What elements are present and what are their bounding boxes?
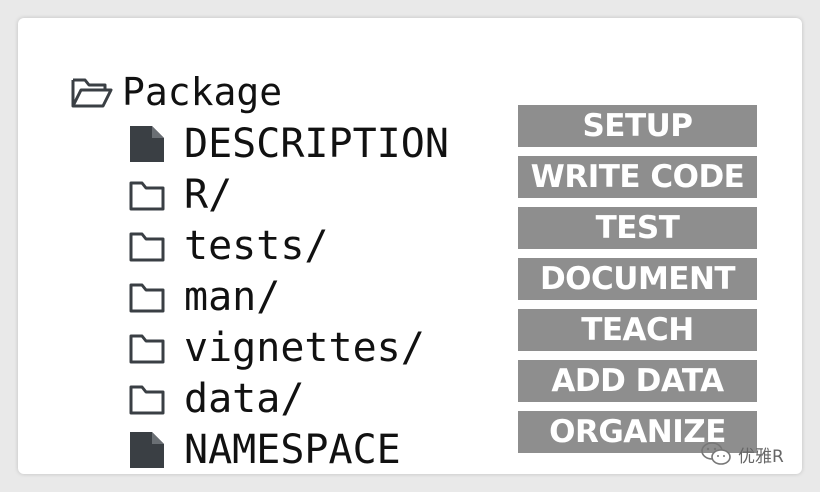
tree-item-label: man/ bbox=[184, 274, 281, 320]
tree-item-label: DESCRIPTION bbox=[184, 121, 449, 167]
tree-item-r: R/ bbox=[128, 173, 232, 217]
tree-item-label: data/ bbox=[184, 376, 305, 422]
tag-document: DOCUMENT bbox=[518, 258, 757, 300]
folder-icon bbox=[129, 232, 165, 262]
tag-organize: ORGANIZE bbox=[518, 411, 757, 453]
tag-test: TEST bbox=[518, 207, 757, 249]
root-folder: Package bbox=[70, 70, 282, 114]
tree-item-data: data/ bbox=[128, 377, 304, 421]
folder-icon bbox=[129, 385, 165, 415]
tree-item-man: man/ bbox=[128, 275, 280, 319]
tree-item-label: vignettes/ bbox=[184, 325, 425, 371]
diagram-card: Package DESCRIPTION R/ tests/ man bbox=[18, 18, 802, 474]
tag-write-code: WRITE CODE bbox=[518, 156, 757, 198]
tree-item-description: DESCRIPTION bbox=[128, 122, 449, 166]
folder-icon bbox=[129, 283, 165, 313]
tree-item-label: NAMESPACE bbox=[184, 427, 401, 473]
root-folder-label: Package bbox=[122, 70, 283, 114]
tree-item-vignettes: vignettes/ bbox=[128, 326, 425, 370]
wechat-icon bbox=[701, 442, 731, 465]
tree-item-namespace: NAMESPACE bbox=[128, 428, 401, 472]
tag-teach: TEACH bbox=[518, 309, 757, 351]
tree-item-tests: tests/ bbox=[128, 224, 329, 268]
tree-item-label: R/ bbox=[184, 172, 233, 218]
tree-item-label: tests/ bbox=[184, 223, 329, 269]
folder-open-icon bbox=[71, 78, 113, 108]
file-icon bbox=[130, 126, 164, 162]
tag-setup: SETUP bbox=[518, 105, 757, 147]
folder-icon bbox=[129, 334, 165, 364]
watermark-text: 优雅R bbox=[738, 446, 784, 467]
watermark: 优雅R bbox=[700, 440, 784, 468]
file-icon bbox=[130, 432, 164, 468]
folder-icon bbox=[129, 181, 165, 211]
tag-add-data: ADD DATA bbox=[518, 360, 757, 402]
